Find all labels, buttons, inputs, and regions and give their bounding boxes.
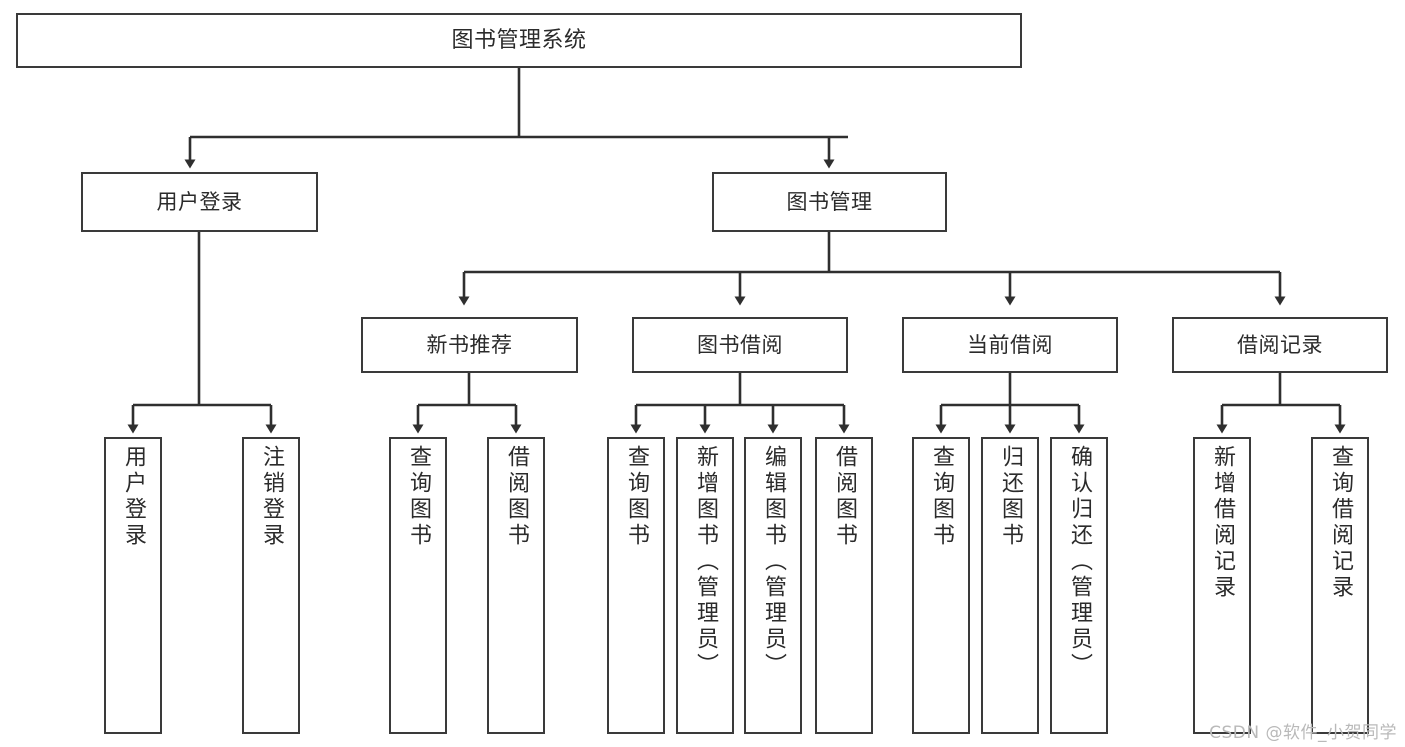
- leaf-return-book[interactable]: 归还图书: [981, 437, 1039, 734]
- leaf-confirm-return-admin[interactable]: 确认归还（管理员）: [1050, 437, 1108, 734]
- leaf-borrow-book-2[interactable]: 借阅图书: [815, 437, 873, 734]
- leaf-user-login[interactable]: 用户登录: [104, 437, 162, 734]
- node-label: 归还图书: [998, 445, 1023, 549]
- node-current-borrowing[interactable]: 当前借阅: [902, 317, 1118, 373]
- node-borrowing-record[interactable]: 借阅记录: [1172, 317, 1388, 373]
- leaf-add-book-admin[interactable]: 新增图书（管理员）: [676, 437, 734, 734]
- leaf-query-book-3[interactable]: 查询图书: [912, 437, 970, 734]
- leaf-query-book-1[interactable]: 查询图书: [389, 437, 447, 734]
- node-label: 借阅记录: [1237, 332, 1323, 357]
- node-label: 编辑图书（管理员）: [761, 445, 786, 679]
- node-user-login[interactable]: 用户登录: [81, 172, 318, 232]
- leaf-user-logout[interactable]: 注销登录: [242, 437, 300, 734]
- node-new-book-recommendation[interactable]: 新书推荐: [361, 317, 578, 373]
- node-label: 借阅图书: [832, 445, 857, 549]
- node-root-book-management-system[interactable]: 图书管理系统: [16, 13, 1022, 68]
- node-label: 新增图书（管理员）: [693, 445, 718, 679]
- node-label: 新书推荐: [426, 332, 513, 357]
- node-label: 当前借阅: [967, 332, 1053, 357]
- node-label: 确认归还（管理员）: [1067, 445, 1092, 679]
- node-label: 查询图书: [929, 445, 954, 549]
- node-label: 新增借阅记录: [1210, 445, 1235, 601]
- leaf-edit-book-admin[interactable]: 编辑图书（管理员）: [744, 437, 802, 734]
- leaf-borrow-book-1[interactable]: 借阅图书: [487, 437, 545, 734]
- leaf-query-book-2[interactable]: 查询图书: [607, 437, 665, 734]
- node-label: 图书管理系统: [451, 27, 587, 53]
- node-label: 查询借阅记录: [1328, 445, 1353, 601]
- node-label: 注销登录: [259, 445, 284, 549]
- csdn-watermark: CSDN @软件_小贺同学: [1209, 723, 1397, 743]
- node-book-management[interactable]: 图书管理: [712, 172, 947, 232]
- node-label: 用户登录: [121, 445, 146, 549]
- node-label: 查询图书: [624, 445, 649, 549]
- leaf-add-borrow-record[interactable]: 新增借阅记录: [1193, 437, 1251, 734]
- node-book-borrowing[interactable]: 图书借阅: [632, 317, 848, 373]
- node-label: 查询图书: [406, 445, 431, 549]
- node-label: 用户登录: [156, 189, 243, 214]
- leaf-query-borrow-record[interactable]: 查询借阅记录: [1311, 437, 1369, 734]
- node-label: 图书管理: [786, 189, 873, 214]
- node-label: 图书借阅: [697, 332, 783, 357]
- node-label: 借阅图书: [504, 445, 529, 549]
